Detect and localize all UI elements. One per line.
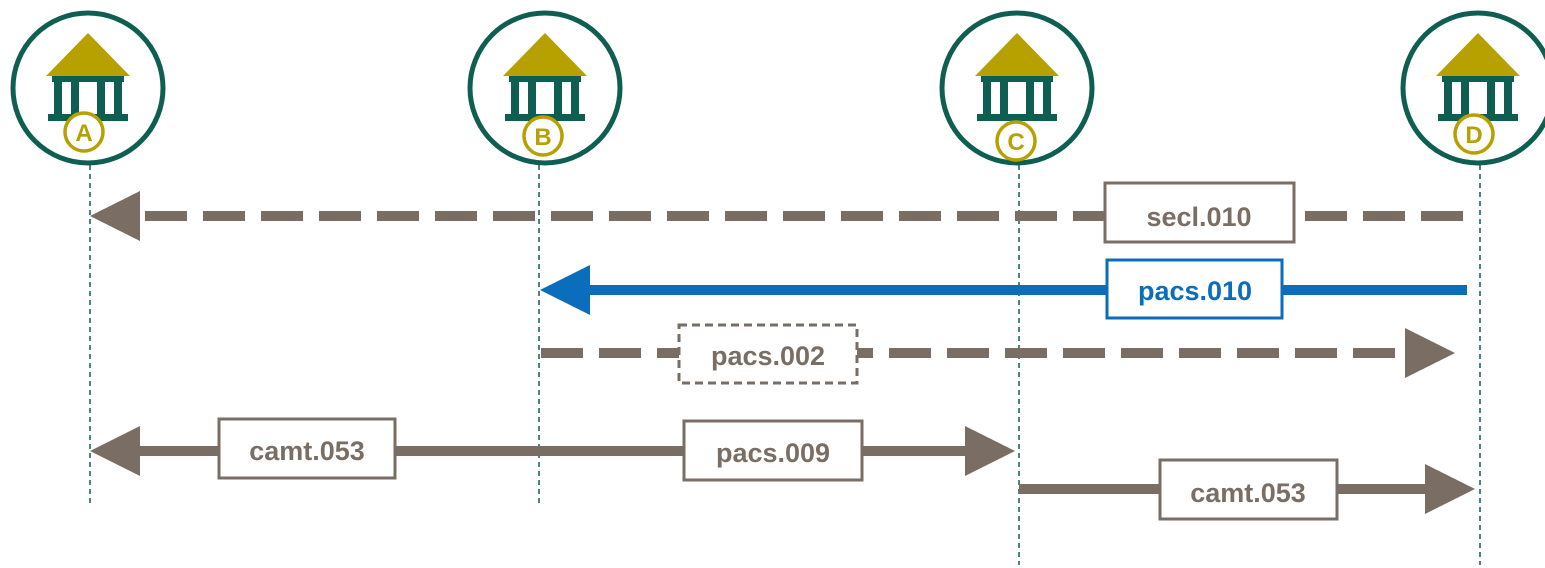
message-label: secl.010 (1146, 202, 1251, 232)
message-label-box (1105, 258, 1284, 320)
message-label-box (217, 417, 397, 480)
message-label: pacs.002 (711, 341, 825, 371)
bank-ring (467, 10, 623, 166)
message-label: camt.053 (1190, 478, 1306, 508)
message-camt-053-a: camt.053 (90, 417, 539, 480)
message-label-box (677, 323, 859, 385)
bank-letter-badge (995, 120, 1037, 162)
bank-node-a: A (10, 10, 166, 166)
message-secl-010: secl.010 (90, 181, 1463, 244)
bank-node-c: C (939, 10, 1095, 166)
bank-letter: A (75, 120, 92, 147)
bank-letter: C (1007, 129, 1024, 156)
bank-letter: D (1465, 122, 1482, 149)
bank-letter-badge (1453, 113, 1495, 155)
bank-letter-badge (63, 111, 105, 153)
message-label-box (682, 419, 864, 482)
message-camt-053-d: camt.053 (1019, 458, 1475, 521)
message-label: pacs.010 (1138, 276, 1252, 306)
message-label: pacs.009 (716, 438, 830, 468)
bank-node-b: B (467, 10, 623, 166)
bank-node-d: D (1400, 10, 1545, 166)
bank-building-icon (975, 33, 1059, 121)
bank-letter-badge (522, 115, 564, 157)
message-pacs-002: pacs.002 (541, 323, 1455, 385)
message-pacs-009: pacs.009 (539, 419, 1015, 482)
message-pacs-010: pacs.010 (540, 258, 1467, 320)
message-label: camt.053 (249, 436, 365, 466)
bank-ring (1400, 10, 1545, 166)
bank-ring (939, 10, 1095, 166)
bank-ring (10, 10, 166, 166)
bank-letter: B (534, 124, 551, 151)
message-label-box (1158, 458, 1339, 521)
message-label-box (1103, 181, 1296, 244)
